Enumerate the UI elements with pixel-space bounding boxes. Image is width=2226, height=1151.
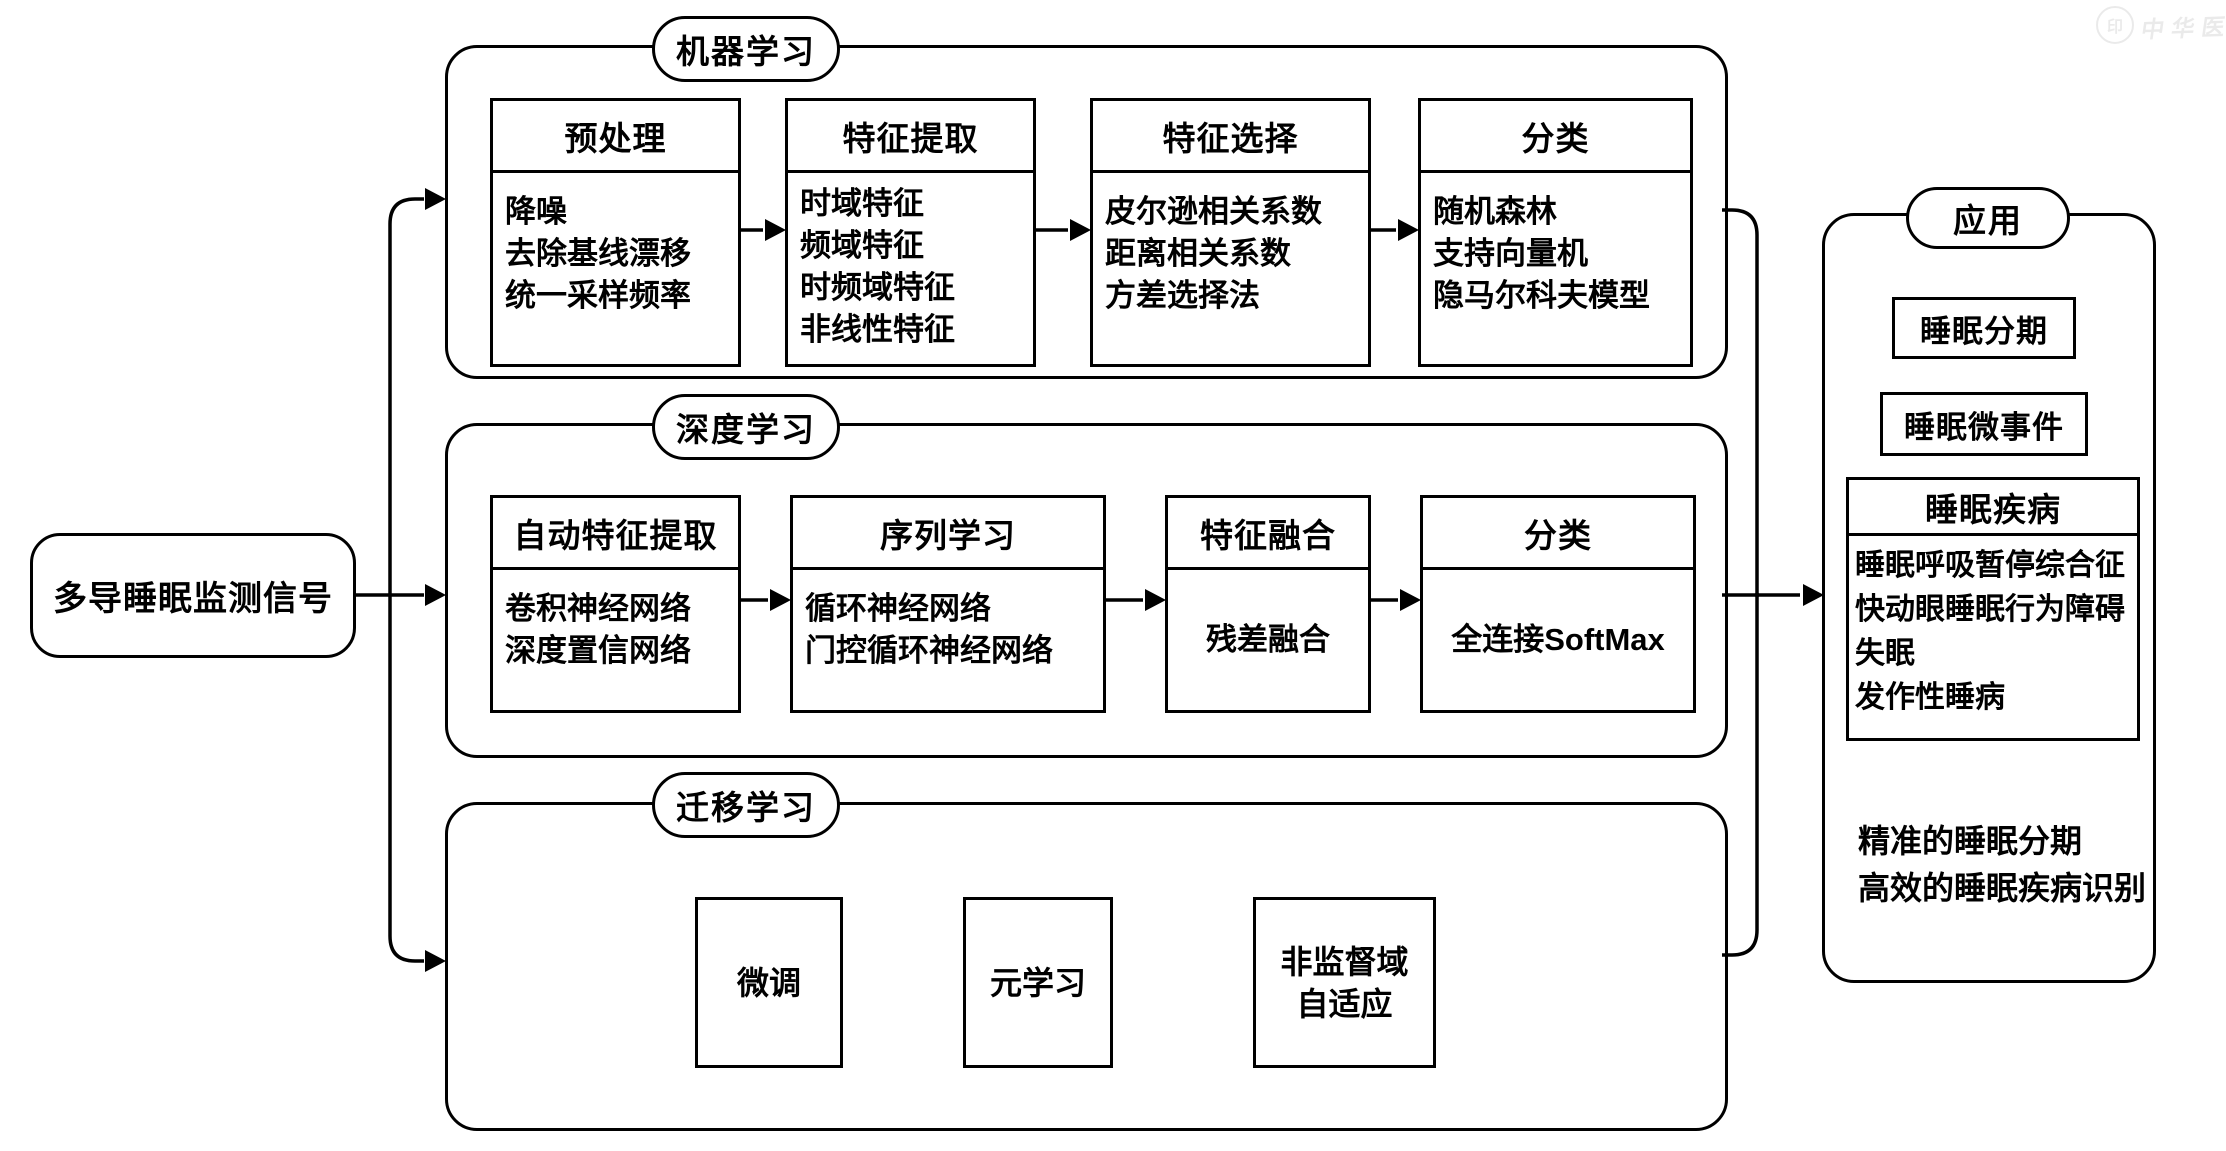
- arrow-source-to-tl: [388, 595, 424, 963]
- feature-extraction-line: 时域特征: [800, 186, 924, 221]
- preprocessing-node: 预处理 降噪 去除基线漂移 统一采样频率: [490, 98, 741, 367]
- feature-fusion-line: 残差融合: [1206, 622, 1330, 657]
- application-title-pill: 应用: [1906, 187, 2070, 249]
- source-signal-label: 多导睡眠监测信号: [53, 580, 333, 618]
- sleep-microevent-label: 睡眠微事件: [1904, 409, 2064, 445]
- sleep-staging-item: 睡眠分期: [1892, 297, 2076, 359]
- auto-feature-extraction-header-label: 自动特征提取: [513, 516, 718, 554]
- outcome-line: 精准的睡眠分期: [1858, 823, 2083, 859]
- outcome-line: 高效的睡眠疾病识别: [1858, 870, 2147, 906]
- sleep-disease-line: 发作性睡病: [1855, 681, 2005, 714]
- preprocessing-header: 预处理: [493, 101, 738, 173]
- ml-classification-header-label: 分类: [1521, 119, 1590, 157]
- feature-extraction-line: 频域特征: [800, 228, 924, 263]
- watermark: 印 中华医学会: [2096, 6, 2226, 44]
- feature-selection-body: 皮尔逊相关系数 距离相关系数 方差选择法: [1093, 173, 1368, 364]
- deep-learning-title: 深度学习: [676, 411, 816, 448]
- feature-extraction-body: 时域特征 频域特征 时频域特征 非线性特征: [788, 173, 1033, 364]
- sequence-learning-header-label: 序列学习: [880, 516, 1016, 554]
- machine-learning-title-pill: 机器学习: [652, 16, 840, 82]
- arrow-source-to-ml: [388, 197, 424, 595]
- auto-feature-extraction-line: 深度置信网络: [505, 633, 691, 668]
- feature-fusion-node: 特征融合 残差融合: [1165, 495, 1371, 713]
- transfer-learning-title: 迁移学习: [676, 789, 816, 826]
- dl-classification-node: 分类 全连接SoftMax: [1420, 495, 1696, 713]
- sequence-learning-node: 序列学习 循环神经网络 门控循环神经网络: [790, 495, 1106, 713]
- transfer-learning-title-pill: 迁移学习: [652, 772, 840, 838]
- sequence-learning-line: 门控循环神经网络: [805, 633, 1053, 668]
- application-title: 应用: [1953, 202, 2023, 239]
- fine-tuning-label: 微调: [736, 964, 801, 1001]
- sleep-disease-node: 睡眠疾病 睡眠呼吸暂停综合征 快动眼睡眠行为障碍 失眠 发作性睡病: [1846, 477, 2140, 741]
- feature-extraction-node: 特征提取 时域特征 频域特征 时频域特征 非线性特征: [785, 98, 1036, 367]
- feature-selection-line: 方差选择法: [1105, 278, 1260, 313]
- ml-classification-line: 隐马尔科夫模型: [1433, 278, 1650, 313]
- meta-learning-label: 元学习: [989, 964, 1086, 1001]
- machine-learning-title: 机器学习: [676, 33, 816, 70]
- arrowhead-application-entry: [1803, 584, 1824, 606]
- auto-feature-extraction-line: 卷积神经网络: [505, 591, 691, 626]
- deep-learning-container: [445, 423, 1728, 758]
- auto-feature-extraction-body: 卷积神经网络 深度置信网络: [493, 570, 738, 710]
- feature-selection-node: 特征选择 皮尔逊相关系数 距离相关系数 方差选择法: [1090, 98, 1371, 367]
- dl-classification-line: 全连接SoftMax: [1451, 622, 1665, 657]
- dl-classification-body: 全连接SoftMax: [1423, 570, 1693, 710]
- ml-classification-line: 支持向量机: [1433, 236, 1588, 271]
- feature-selection-header-label: 特征选择: [1162, 119, 1299, 157]
- ml-classification-node: 分类 随机森林 支持向量机 隐马尔科夫模型: [1418, 98, 1693, 367]
- machine-learning-container: [445, 45, 1728, 379]
- ml-classification-line: 随机森林: [1433, 194, 1557, 229]
- feature-extraction-header: 特征提取: [788, 101, 1033, 173]
- sequence-learning-header: 序列学习: [793, 498, 1103, 570]
- auto-feature-extraction-node: 自动特征提取 卷积神经网络 深度置信网络: [490, 495, 741, 713]
- arrowhead-ml-entry: [425, 188, 446, 210]
- sleep-disease-header-label: 睡眠疾病: [1925, 490, 2061, 528]
- feature-selection-line: 皮尔逊相关系数: [1105, 194, 1322, 229]
- feature-extraction-line: 时频域特征: [800, 270, 955, 305]
- sleep-disease-line: 睡眠呼吸暂停综合征: [1855, 549, 2125, 582]
- preprocessing-body: 降噪 去除基线漂移 统一采样频率: [493, 173, 738, 364]
- feature-selection-header: 特征选择: [1093, 101, 1368, 173]
- feature-fusion-header: 特征融合: [1168, 498, 1368, 570]
- preprocessing-header-label: 预处理: [564, 119, 667, 157]
- feature-extraction-header-label: 特征提取: [842, 119, 979, 157]
- dl-classification-header-label: 分类: [1524, 516, 1592, 554]
- deep-learning-title-pill: 深度学习: [652, 394, 840, 460]
- feature-extraction-line: 非线性特征: [800, 312, 955, 347]
- ml-classification-body: 随机森林 支持向量机 隐马尔科夫模型: [1421, 173, 1690, 364]
- watermark-text: 中华医学会: [2139, 11, 2226, 43]
- watermark-seal-icon: 印: [2096, 6, 2134, 44]
- preprocessing-line: 去除基线漂移: [505, 236, 691, 271]
- sleep-disease-header: 睡眠疾病: [1849, 480, 2137, 536]
- arrowhead-tl-entry: [425, 950, 446, 972]
- feature-selection-line: 距离相关系数: [1105, 236, 1291, 271]
- uda-label-line1: 非监督域: [1280, 943, 1409, 980]
- dl-classification-header: 分类: [1423, 498, 1693, 570]
- ml-classification-header: 分类: [1421, 101, 1690, 173]
- transfer-learning-container: [445, 802, 1728, 1131]
- sequence-learning-line: 循环神经网络: [805, 591, 991, 626]
- feature-fusion-header-label: 特征融合: [1200, 516, 1336, 554]
- source-signal-node: 多导睡眠监测信号: [30, 533, 356, 658]
- arrowhead-dl-entry: [425, 584, 446, 606]
- sleep-disease-body: 睡眠呼吸暂停综合征 快动眼睡眠行为障碍 失眠 发作性睡病: [1849, 536, 2137, 738]
- sleep-disease-line: 失眠: [1855, 637, 1915, 670]
- preprocessing-line: 统一采样频率: [505, 278, 691, 313]
- collector-from-tl: [1722, 593, 1759, 957]
- fine-tuning-node: 微调: [695, 897, 843, 1068]
- feature-fusion-body: 残差融合: [1168, 570, 1368, 710]
- sequence-learning-body: 循环神经网络 门控循环神经网络: [793, 570, 1103, 710]
- sleep-staging-label: 睡眠分期: [1920, 313, 2048, 349]
- meta-learning-node: 元学习: [963, 897, 1113, 1068]
- sleep-microevent-item: 睡眠微事件: [1880, 392, 2088, 456]
- preprocessing-line: 降噪: [505, 194, 567, 229]
- uda-label-line2: 自适应: [1296, 985, 1393, 1022]
- collector-from-ml: [1722, 208, 1759, 597]
- sleep-disease-line: 快动眼睡眠行为障碍: [1855, 593, 2125, 626]
- application-outcomes: 精准的睡眠分期 高效的睡眠疾病识别: [1858, 818, 2146, 912]
- auto-feature-extraction-header: 自动特征提取: [493, 498, 738, 570]
- unsupervised-domain-adaptation-node: 非监督域 自适应: [1253, 897, 1436, 1068]
